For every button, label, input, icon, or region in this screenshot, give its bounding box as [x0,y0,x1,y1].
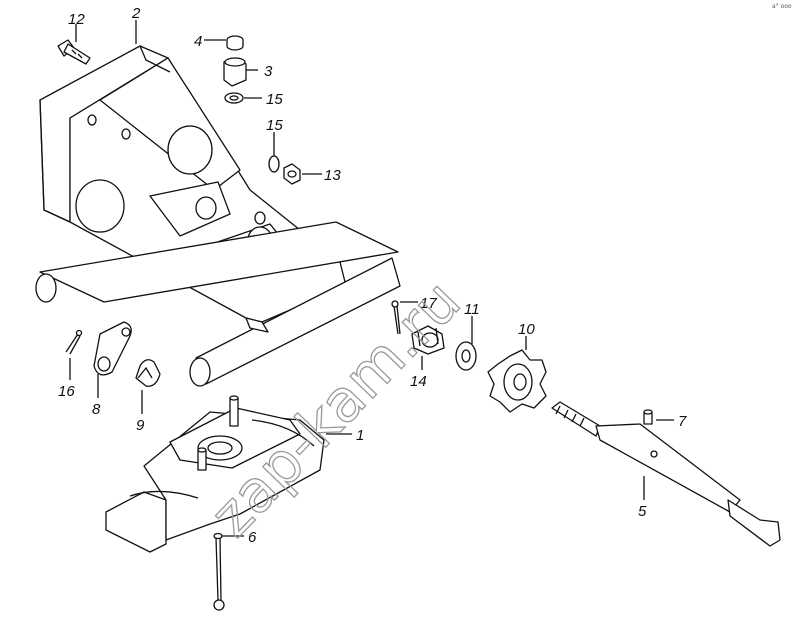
callout-16: 16 [58,383,75,400]
callout-12: 12 [68,11,85,28]
callout-5: 5 [638,503,647,520]
part-9-clip [135,359,161,387]
part-17-split-pin [391,300,401,335]
callout-2: 2 [131,5,141,22]
callout-6: 6 [248,529,257,546]
part-7-pin [643,409,653,425]
part-4-cap [226,35,244,51]
part-15-washer-upper [224,92,244,104]
callout-4: 4 [194,33,202,50]
part-12-bolt [57,39,91,65]
callout-15-upper: 15 [266,91,283,108]
callout-15-lower: 15 [266,117,283,134]
part-11-washer [455,341,477,371]
part-13-nut [283,163,301,185]
callout-1: 1 [356,427,364,444]
part-5-shaft [551,401,781,547]
callout-11: 11 [464,301,480,318]
callout-13: 13 [324,167,341,184]
leader-lines [69,20,674,537]
part-6-bolt [213,532,225,611]
part-15-washer-lower [268,155,280,173]
corner-mark: a° ooo [772,3,792,10]
callout-14: 14 [410,373,427,390]
part-16-split-pin [65,329,83,355]
callout-8: 8 [92,401,101,418]
callout-10: 10 [518,321,535,338]
callout-9: 9 [136,417,145,434]
callout-17: 17 [420,295,437,312]
callout-7: 7 [678,413,687,430]
part-2-bracket [35,45,401,387]
part-1-base [105,395,325,553]
part-10-gear [487,349,547,413]
callout-3: 3 [264,63,273,80]
part-3-nut [223,57,247,87]
part-8-link [93,321,132,376]
part-14-castle-nut [411,325,445,355]
